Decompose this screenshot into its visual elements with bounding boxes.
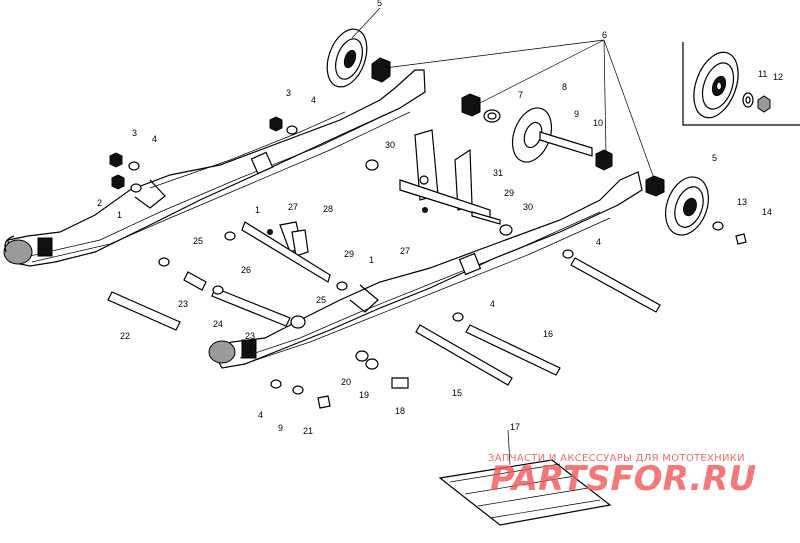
callout: 4: [258, 410, 263, 420]
callout: 11: [758, 69, 767, 79]
callout: 30: [523, 202, 533, 212]
callout: 29: [344, 249, 354, 259]
inset-nut: [757, 95, 771, 113]
callout: 5: [712, 153, 717, 163]
callout: 20: [341, 377, 351, 387]
callout: 8: [562, 82, 567, 92]
callout-labels: 5 6 3 4 3 4 7 8 9 10 11 12 5 2 1 30 31 2…: [97, 0, 783, 436]
track-section: [438, 459, 612, 526]
rear-slide-rail-right: [208, 171, 643, 369]
inset-idler-wheel: [693, 51, 739, 119]
callout: 4: [311, 95, 316, 105]
center-bracket: [399, 129, 491, 219]
callout: 18: [395, 406, 405, 416]
callout: 3: [286, 88, 291, 98]
callout: 16: [543, 329, 553, 339]
inset-washer: [742, 92, 754, 108]
callout: 27: [288, 202, 298, 212]
callout: 19: [359, 390, 369, 400]
callout: 4: [490, 299, 495, 309]
callout: 4: [596, 237, 601, 247]
callout: 23: [245, 331, 255, 341]
idler-hub-upper: [371, 57, 391, 83]
cross-shaft-upper: [471, 211, 501, 225]
spacer-tubes: [107, 271, 306, 331]
idler-wheel-upper: [326, 28, 391, 88]
callout: 9: [574, 109, 579, 119]
callout: 30: [385, 140, 395, 150]
rail-left-tip: [3, 235, 53, 265]
leader-lines: [351, 7, 657, 466]
callout: 7: [518, 90, 523, 100]
idler-wheel-lower: [645, 175, 710, 236]
callout: 14: [762, 207, 772, 217]
callout: 1: [255, 205, 260, 215]
front-arm-bracket: [241, 221, 331, 283]
callout: 28: [323, 204, 333, 214]
callout: 9: [278, 423, 283, 433]
callout: 1: [369, 255, 374, 265]
rear-slide-rail-left: [3, 69, 426, 267]
callout: 24: [213, 319, 223, 329]
rail-right-tip: [208, 339, 257, 364]
mid-idler-wheel-with-axle: [511, 107, 613, 171]
hardware-small-parts: [109, 116, 747, 409]
watermark-tagline: ЗАПЧАСТИ И АКСЕССУАРЫ ДЛЯ МОТОТЕХНИКИ: [488, 453, 745, 464]
callout: 21: [303, 426, 313, 436]
callout: 3: [132, 128, 137, 138]
callout: 25: [193, 236, 203, 246]
callout: 10: [593, 118, 603, 128]
watermark: ЗАПЧАСТИ И АКСЕССУАРЫ ДЛЯ МОТОТЕХНИКИ PA…: [488, 453, 756, 499]
callout: 26: [241, 265, 251, 275]
long-bolts: [415, 257, 661, 386]
callout: 22: [120, 331, 130, 341]
callout: 25: [316, 295, 326, 305]
callout: 2: [97, 198, 102, 208]
callout: 13: [737, 197, 747, 207]
callout: 31: [493, 168, 503, 178]
callout: 4: [152, 134, 157, 144]
callout: 27: [400, 246, 410, 256]
callout: 23: [178, 299, 188, 309]
callout: 5: [377, 0, 382, 8]
watermark-logo: PARTSFOR.RU: [490, 459, 756, 499]
callout: 29: [504, 188, 514, 198]
callout: 6: [602, 30, 607, 40]
hub-6-and-washer-7: [461, 93, 501, 123]
callout: 17: [510, 422, 520, 432]
callout: 1: [117, 210, 122, 220]
detail-inset: [682, 42, 800, 126]
callout: 15: [452, 388, 462, 398]
callout: 12: [773, 72, 783, 82]
